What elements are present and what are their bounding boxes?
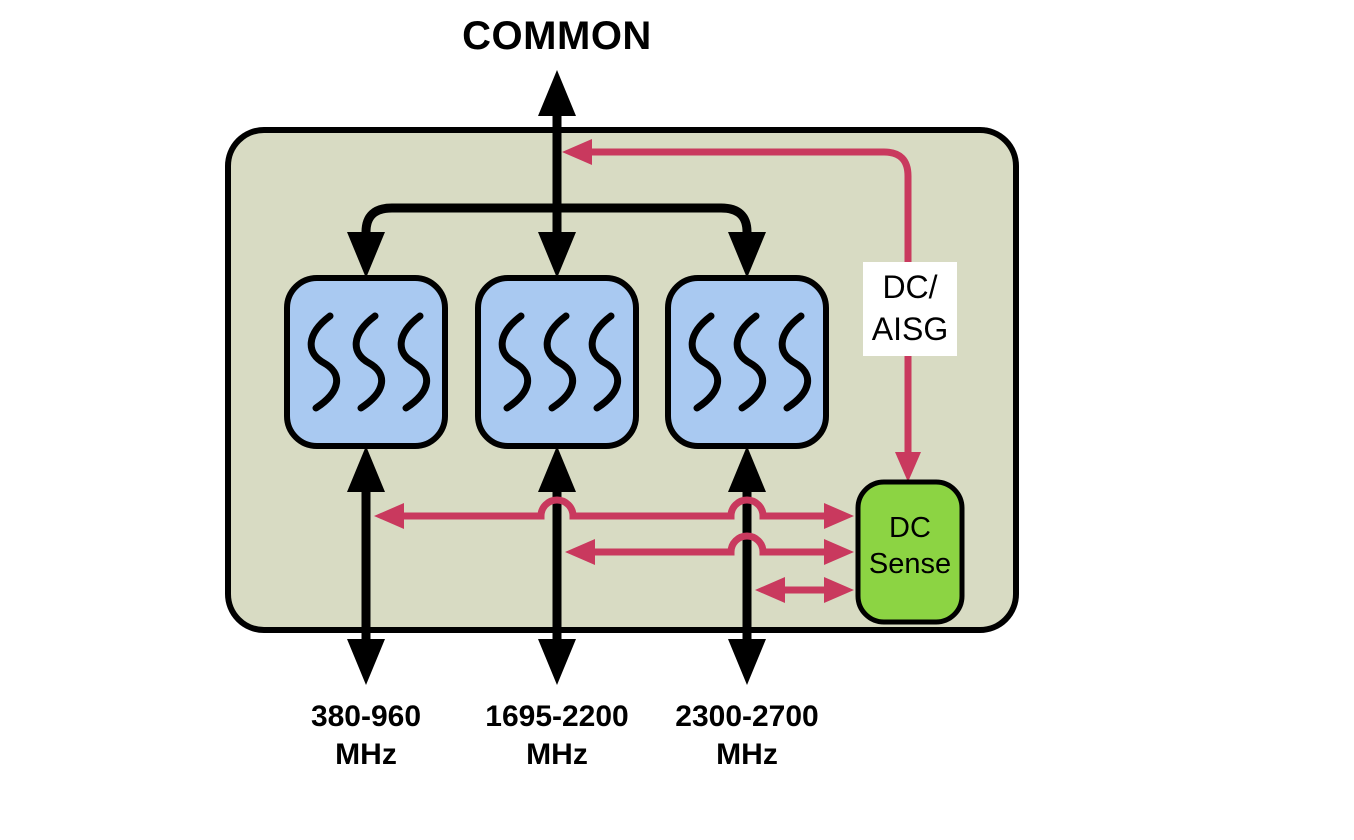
port-2-unit: MHz (526, 738, 588, 771)
port-label-3: 2300-2700 MHz (617, 698, 877, 774)
common-port-label: COMMON (462, 14, 652, 58)
dc-sense-label-line2: Sense (868, 548, 952, 580)
port-1-range: 380-960 (310, 700, 422, 733)
port-3-range: 2300-2700 (675, 700, 819, 733)
dc-aisg-label-line2: AISG (871, 311, 949, 347)
filter-block-1 (284, 275, 448, 449)
dc-aisg-label: DC/ AISG (863, 266, 957, 350)
dc-sense-line-1 (374, 496, 854, 529)
port-label-1: 380-960 MHz (236, 698, 496, 774)
dc-aisg-label-bg (863, 262, 957, 356)
port-label-2: 1695-2200 MHz (427, 698, 687, 774)
filter-block-2 (475, 275, 639, 449)
port-1-unit: MHz (335, 738, 397, 771)
dc-sense-label-line1: DC (889, 512, 931, 544)
dc-aisg-label-line1: DC/ (882, 269, 938, 305)
port-2-range: 1695-2200 (485, 700, 629, 733)
dc-sense-label: DC Sense (858, 510, 962, 582)
port-3-unit: MHz (716, 738, 778, 771)
dc-sense-box (855, 479, 965, 625)
dc-aisg-path (562, 139, 921, 482)
dc-sense-line-2 (565, 532, 854, 565)
filter-block-3 (665, 275, 829, 449)
